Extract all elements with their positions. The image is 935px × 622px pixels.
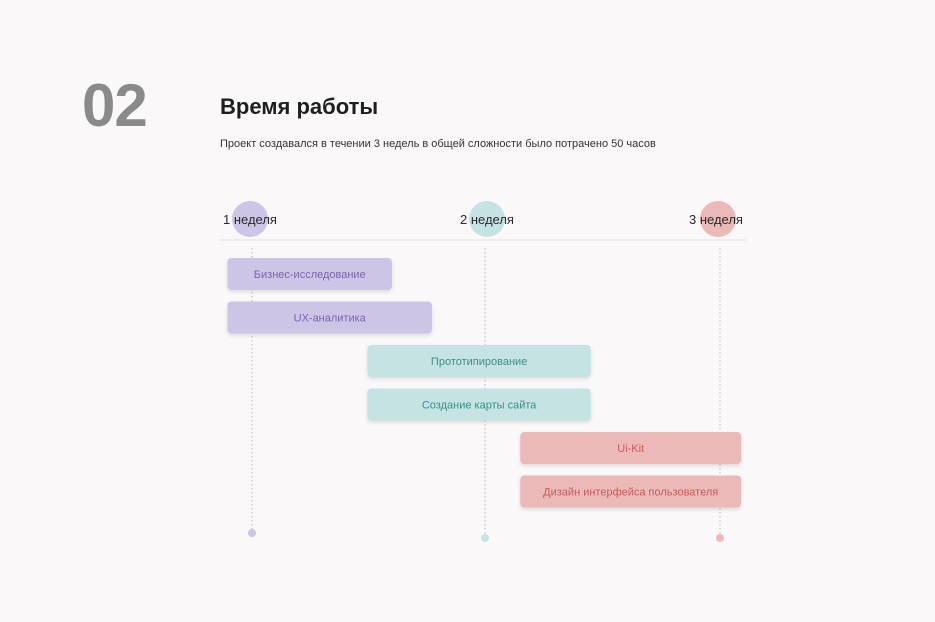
task-bar bbox=[227, 258, 392, 290]
task-bar bbox=[520, 475, 742, 508]
task-label: Ui-Kit bbox=[617, 443, 644, 455]
week-marker-circle bbox=[700, 201, 736, 237]
task-bar bbox=[520, 432, 742, 464]
week-marker-circle bbox=[469, 201, 505, 237]
task-label: Прототипирование bbox=[431, 356, 527, 368]
task-label: UX-аналитика bbox=[294, 313, 367, 325]
page-subtitle: Проект создавался в течении 3 недель в о… bbox=[220, 138, 656, 150]
week-label: 3 неделя bbox=[689, 212, 743, 227]
task-label: Дизайн интерфейса пользователя bbox=[543, 487, 718, 499]
page-title: Время работы bbox=[220, 94, 379, 119]
week-end-dot bbox=[248, 529, 256, 537]
week-label: 2 неделя bbox=[460, 212, 514, 227]
week-label: 1 неделя bbox=[223, 212, 277, 227]
task-label: Бизнес-исследование bbox=[254, 269, 366, 281]
task-bar bbox=[367, 388, 591, 421]
week-end-dot bbox=[716, 534, 724, 542]
week-end-dot bbox=[481, 534, 489, 542]
week-marker-circle bbox=[232, 201, 268, 237]
section-number: 02 bbox=[82, 72, 148, 139]
task-bar bbox=[367, 345, 591, 377]
task-bar bbox=[227, 301, 432, 334]
task-label: Создание карты сайта bbox=[422, 400, 537, 412]
